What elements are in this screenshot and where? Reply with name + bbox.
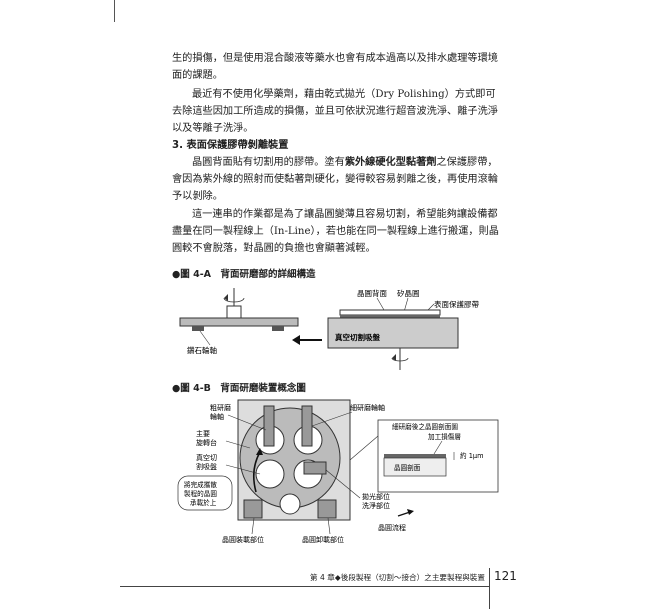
rotation-arrow-icon: [391, 357, 409, 362]
leader-line: [227, 414, 267, 431]
label-fine-wheel: 細研磨輪軸: [350, 403, 385, 412]
label-coarse-2: 輪軸: [210, 412, 224, 421]
rotation-arrowhead-icon: [224, 294, 228, 301]
cleaning-station: [279, 493, 301, 515]
load-port: [243, 499, 263, 519]
figure-b-diagram: 粗研磨 輪軸 主要 旋轉台 真空切 割吸盤 將完成攜散 製程的晶圓 承載於上 細…: [177, 399, 499, 544]
paragraph-1: 生的損傷，但是使用混合酸液等藥水也會有成本過高以及排水處理等環境面的課題。: [172, 53, 498, 82]
highlight-term: 紫外線硬化型黏著劑: [344, 157, 437, 168]
page-margin-line: [114, 0, 115, 22]
leader-line: [251, 517, 255, 535]
rotation-arrowhead-icon: [392, 354, 396, 361]
fine-wheel-shaft: [301, 405, 313, 447]
label-unload: 晶圓卸載部位: [302, 535, 344, 544]
label-chuck-2: 割吸盤: [196, 462, 217, 471]
unload-port: [317, 499, 337, 519]
label-done-3: 承載於上: [190, 498, 217, 507]
page-footer: 第 4 章◆後段製程（切割～接合）之主要製程與裝置 121: [0, 568, 655, 609]
paragraph-2: 最近有不使用化學藥劑，藉由乾式拋光（Dry Polishing）方式即可去除這些…: [172, 89, 498, 135]
leader-line: [325, 469, 361, 499]
leader-line: [433, 440, 443, 455]
label-wafer-section: 晶圓剖面: [394, 463, 421, 472]
figure-a-title: ●圖 4-A 背面研磨部的詳細構造: [172, 269, 316, 280]
diamond-segment-left: [192, 326, 204, 331]
flow-arrow-icon: [256, 448, 263, 455]
leader-line: [327, 517, 331, 535]
flow-direction-line: [397, 511, 411, 517]
wheel-shaft: [226, 305, 242, 319]
label-polish: 拋光部位: [362, 492, 390, 501]
leader-line: [225, 464, 261, 475]
label-wafer-flow: 晶圓流程: [378, 523, 406, 532]
label-table-2: 旋轉台: [196, 438, 217, 447]
figure-a-diagram: 鑽石輪軸 晶圓背面 矽晶圓 表面保護膠帶 真空切割吸盤: [179, 288, 479, 370]
chapter-running-title: 第 4 章◆後段製程（切割～接合）之主要製程與裝置: [310, 573, 485, 582]
vacuum-chuck-block: [327, 317, 459, 349]
polish-arm: [303, 461, 327, 475]
coarse-wheel-shaft: [263, 405, 275, 447]
label-table-1: 主要: [196, 429, 210, 438]
si-wafer-layer: [339, 309, 441, 316]
diamond-segment-right: [272, 326, 284, 331]
label-diamond-wheel: 鑽石輪軸: [187, 345, 217, 355]
move-arrow-icon: [292, 335, 300, 345]
label-wafer-back: 晶圓背面: [357, 288, 387, 298]
footer-rule: [120, 586, 490, 587]
figure-b-title: ●圖 4-B 背面研磨裝置概念圖: [172, 383, 306, 394]
leader-line: [225, 440, 251, 449]
paragraph-3: 晶圓背面貼有切割用的膠帶。塗有紫外線硬化型黏著劑之保護膠帶，會因為紫外線的照射而…: [172, 157, 498, 203]
label-done-1: 將完成攜散: [184, 480, 217, 489]
chuck-3: [255, 459, 285, 489]
label-clean: 洗淨部位: [362, 501, 390, 510]
paragraph-4: 這一連串的作業都是為了讓晶圓變薄且容易切割，希望能夠讓設備都盡量在同一製程線上（…: [172, 209, 499, 255]
leader-line: [199, 330, 211, 346]
page-number: 121: [494, 569, 517, 583]
rotary-table: [239, 407, 341, 509]
rotation-arrow-icon: [223, 297, 245, 303]
flow-direction-icon: [407, 509, 414, 515]
leader-line: [311, 411, 353, 427]
footer-divider: [489, 568, 490, 609]
tape-layer: [340, 315, 440, 318]
label-chuck-1: 真空切: [196, 453, 217, 462]
damage-layer: [384, 454, 446, 458]
label-about-1um: 約 1μm: [460, 451, 484, 460]
flow-arrow-line: [252, 451, 261, 493]
wafer-section: [383, 457, 447, 477]
wheel-plate: [179, 317, 299, 327]
label-damage-layer: 加工損傷層: [428, 432, 461, 441]
leader-line: [349, 435, 379, 461]
label-load: 晶圓裝載部位: [222, 535, 264, 544]
leader-line: [376, 297, 385, 311]
label-si-wafer: 矽晶圓: [397, 288, 420, 298]
section-heading: 3. 表面保護膠帶剝離裝置: [172, 140, 289, 151]
label-protect-tape: 表面保護膠帶: [434, 299, 479, 309]
label-coarse-1: 粗研磨: [210, 403, 231, 412]
label-section-view: 細研磨後之晶圓剖面圖: [392, 422, 458, 431]
label-done-2: 製程的晶圓: [184, 489, 217, 498]
note-bubble: [177, 475, 233, 511]
label-vacuum-chuck: 真空切割吸盤: [335, 332, 380, 342]
